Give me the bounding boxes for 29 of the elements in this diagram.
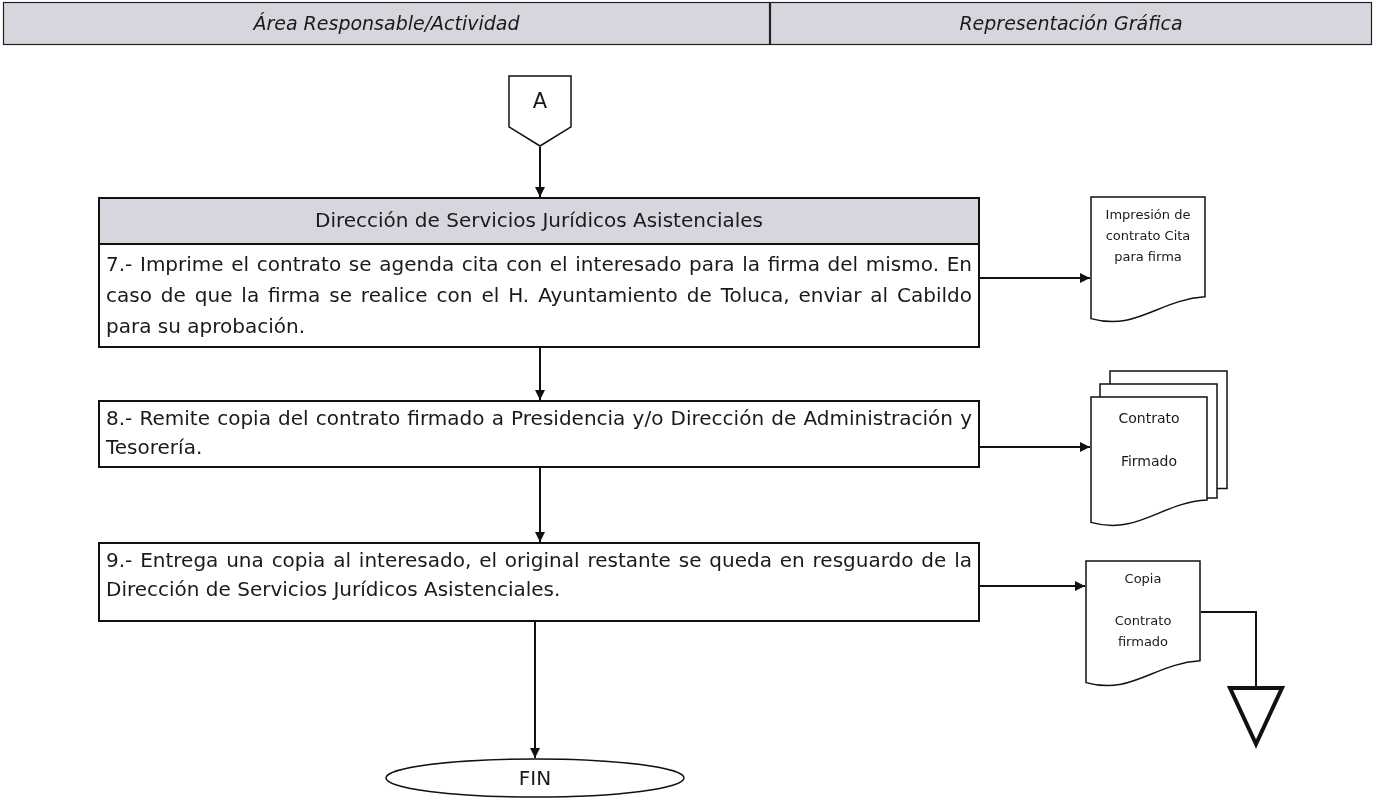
arrow	[535, 467, 545, 543]
arrow	[979, 581, 1086, 591]
triangle-symbol	[1228, 686, 1284, 746]
document-label: Impresión de contrato Cita para firma	[1104, 206, 1192, 266]
connector-label: A	[531, 89, 549, 113]
arrow	[535, 347, 545, 401]
process-box	[98, 400, 980, 468]
header-cell	[770, 2, 1372, 45]
terminator-label: FIN	[517, 765, 553, 792]
area-heading: Dirección de Servicios Jurídicos Asistenciales	[314, 207, 764, 234]
step-text: 8.- Remite copia del contrato firmado a Presidencia y/o Dirección de Administración y Tesorería.	[106, 405, 972, 461]
arrow	[979, 442, 1091, 452]
document-label: Contrato	[1117, 409, 1181, 428]
process-box	[98, 542, 980, 622]
arrow	[530, 621, 540, 759]
process-box	[98, 197, 980, 348]
column-header: Representación Gráfica	[958, 11, 1184, 36]
arrow	[979, 273, 1091, 283]
terminator-ellipse	[385, 758, 685, 798]
arrow	[535, 146, 545, 198]
header-cell	[3, 2, 770, 45]
off-page-connector	[508, 75, 572, 147]
step-text: 7.- Imprime el contrato se agenda cita con el interesado para la firma del mismo. En caso de que la firma se realice con el H. Ayuntamiento de Toluca, enviar al Cabildo para su aprobación.	[106, 251, 972, 340]
connector-line	[1200, 611, 1257, 687]
document-label: Firmado	[1119, 452, 1179, 471]
document-label: Copia	[1123, 570, 1163, 588]
column-header: Área Responsable/Actividad	[251, 11, 521, 36]
step-text: 9.- Entrega una copia al interesado, el original restante se queda en resguardo de la Dirección de Servicios Jurídicos Asistenciales.	[106, 547, 972, 603]
document-label: Contrato firmado	[1113, 612, 1173, 651]
